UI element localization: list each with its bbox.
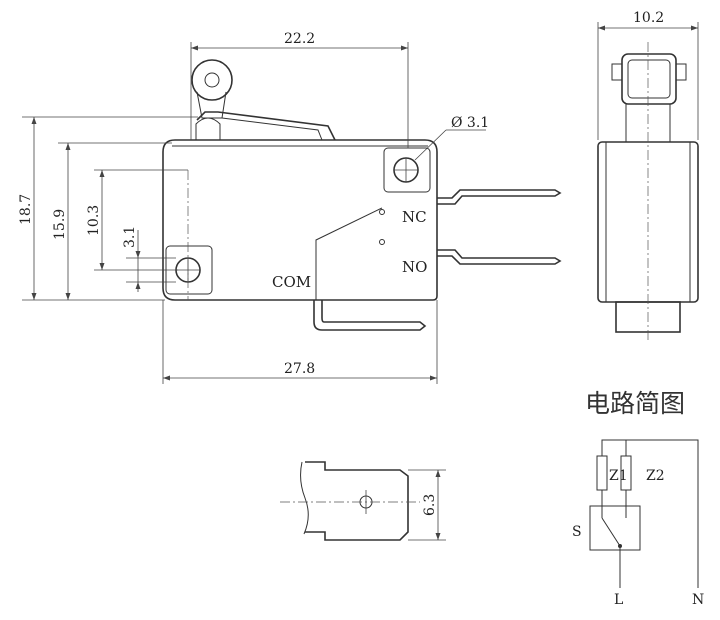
label-no: NO bbox=[402, 258, 427, 276]
label-com: COM bbox=[272, 273, 311, 291]
circuit-title: 电路简图 bbox=[585, 389, 685, 418]
nc-terminal bbox=[437, 189, 562, 205]
label-z2: Z2 bbox=[646, 468, 665, 484]
plunger bbox=[195, 117, 221, 140]
switch-body bbox=[162, 139, 438, 301]
terminal-break bbox=[300, 461, 309, 535]
lever-arm bbox=[196, 111, 336, 141]
label-switch: S bbox=[572, 524, 582, 540]
dim-height-body: 15.9 bbox=[52, 209, 68, 240]
no-contact-dot bbox=[379, 239, 385, 245]
no-terminal bbox=[437, 249, 562, 265]
lever-arm-inner bbox=[221, 117, 323, 141]
dim-height-mount: 10.3 bbox=[86, 205, 102, 236]
side-view: 10.2 bbox=[597, 10, 699, 340]
front-view: NC NO COM 22.2 Ø 3.1 18.7 15.9 10.3 bbox=[18, 31, 562, 384]
roller-pin-right bbox=[675, 63, 687, 81]
label-neutral: N bbox=[692, 592, 704, 608]
terminal-detail: 6.3 bbox=[280, 461, 446, 541]
dim-width-side: 10.2 bbox=[633, 10, 664, 26]
dim-63-arrows bbox=[435, 470, 441, 540]
roller-side bbox=[621, 53, 677, 105]
dim-length-body: 27.8 bbox=[284, 361, 315, 377]
circuit-diagram: 电路简图 Z1 Z2 S L N bbox=[572, 389, 704, 608]
mount-boss-top bbox=[383, 147, 431, 193]
roller-side-inner bbox=[627, 59, 671, 99]
neutral-wire bbox=[601, 439, 699, 588]
resistor-z1 bbox=[596, 455, 608, 491]
terminal-tab bbox=[305, 461, 409, 541]
roller-bracket bbox=[196, 91, 227, 119]
nc-contact-dot bbox=[379, 209, 385, 215]
lever-side bbox=[625, 104, 671, 142]
com-terminal bbox=[313, 300, 427, 331]
dim-width-front: 22.2 bbox=[284, 31, 315, 47]
label-nc: NC bbox=[402, 208, 427, 226]
roller-pin-left bbox=[611, 63, 623, 81]
label-z1: Z1 bbox=[609, 468, 628, 484]
dim-hole-dia: Ø 3.1 bbox=[451, 115, 489, 131]
switch-blade bbox=[601, 517, 621, 547]
dim-height-total: 18.7 bbox=[18, 194, 34, 225]
dia-leader bbox=[414, 129, 447, 161]
dim-hole-offset: 3.1 bbox=[122, 226, 138, 248]
roller-pin bbox=[204, 72, 220, 88]
label-line: L bbox=[614, 592, 623, 608]
dim-terminal-width: 6.3 bbox=[422, 494, 438, 516]
switch-box bbox=[589, 505, 641, 551]
roller-outer bbox=[191, 59, 233, 101]
internal-partition bbox=[315, 207, 383, 300]
